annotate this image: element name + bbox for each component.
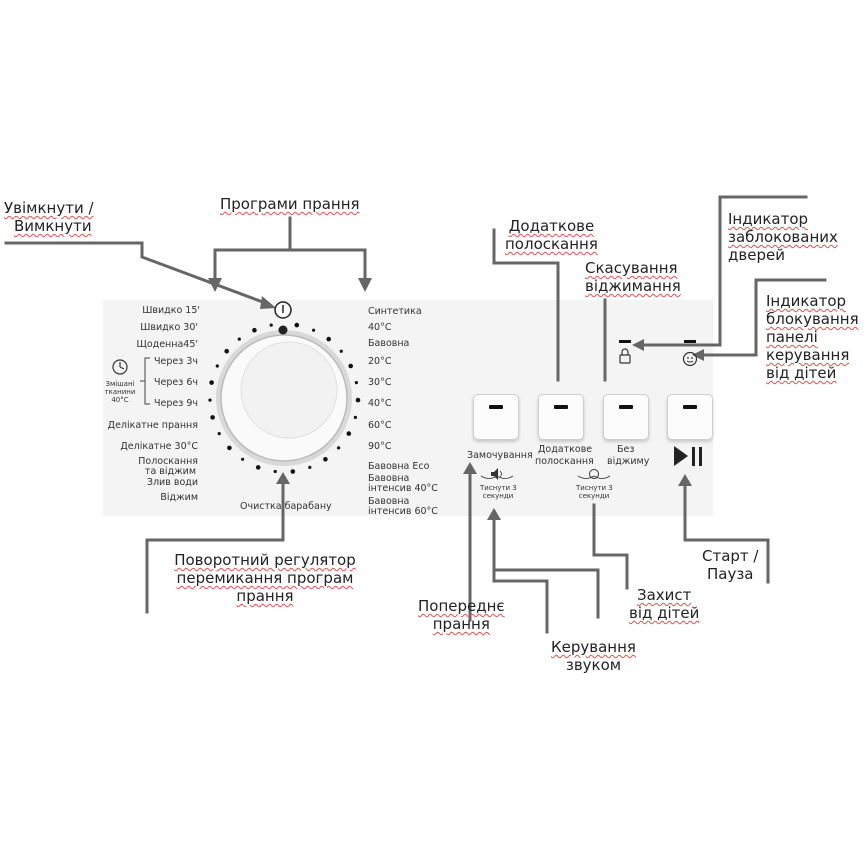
prog-right-1: 40°C (368, 322, 392, 333)
prog-right-8: Бавовна Eco (368, 461, 430, 472)
extra-rinse-label-1: Додаткове (538, 444, 593, 455)
door-lock-led (619, 340, 631, 343)
soak-button[interactable] (473, 394, 519, 440)
prog-right-0: Синтетика (368, 306, 422, 317)
callout-child-lock-indicator: Індикатор блокування панелі керування ві… (766, 292, 859, 382)
prog-right-9: Бавовна (368, 473, 410, 484)
prog-left-2: Щоденна45' (136, 339, 198, 350)
prog-right-3: 20°C (368, 356, 392, 367)
dial-position-dot (241, 457, 245, 461)
drum-clean-label: Очистка барабану (240, 501, 332, 512)
mixed-1: Змішані (105, 380, 135, 388)
dial-position-dot (237, 337, 241, 341)
dial-position-dot (209, 380, 214, 385)
callout-power: Увімкнути / Вимкнути (4, 199, 94, 235)
press3-child-1: Тиснути 3 (576, 484, 613, 492)
prog-right-10: інтенсив 40°C (368, 483, 438, 494)
dial-position-dot (294, 322, 300, 328)
press3-child-2: секунди (578, 492, 610, 500)
child-face-icon (682, 351, 698, 367)
extra-rinse-button[interactable] (538, 394, 584, 440)
dial-position-dot (273, 469, 277, 474)
callout-programs: Програми прання (220, 195, 360, 213)
callout-dial: Поворотний регулятор перемикання програм… (174, 551, 356, 605)
no-spin-label-2: віджиму (607, 456, 650, 467)
power-line (4, 241, 270, 306)
prog-left-5: Через 9ч (154, 398, 198, 409)
lock-icon (619, 348, 631, 364)
prog-right-2: Бавовна (368, 338, 410, 349)
prog-right-11: Бавовна (368, 496, 410, 507)
dial-position-dot (326, 336, 332, 342)
dial-position-dot (346, 431, 352, 436)
dial-position-dot (354, 381, 358, 385)
callout-child-protect: Захист від дітей (629, 586, 700, 622)
prog-left-4: Через 6ч (154, 377, 198, 388)
dial-position-dot (337, 446, 341, 450)
prog-right-12: інтенсив 60°C (368, 506, 438, 517)
dial-position-dot (355, 397, 361, 403)
dial-position-dot (227, 445, 232, 451)
dial-position-dot (339, 349, 343, 353)
dial-position-dot (353, 415, 357, 419)
extra-rinse-label-2: полоскання (535, 456, 594, 467)
mixed-3: 40°C (111, 396, 129, 404)
prog-left-7: Делікатне 30°C (120, 441, 198, 452)
speaker-icon (491, 468, 502, 480)
dial-position-dot (290, 469, 296, 474)
callout-cancel-spin: Скасування віджимання (585, 259, 681, 295)
callout-prewash: Попереднє прання (418, 597, 505, 633)
dial-position-dot (217, 432, 221, 436)
dial-position-dot (208, 398, 212, 402)
dial-position-dot (224, 348, 229, 354)
start-pause-button[interactable] (667, 394, 713, 440)
dial-position-dot (269, 323, 273, 327)
prog-left-11: Віджим (160, 492, 198, 503)
press3-sound-2: секунди (482, 492, 514, 500)
callout-extra-rinse: Додаткове полоскання (505, 217, 598, 253)
prog-right-4: 30°C (368, 377, 392, 388)
delay-clock-icon (112, 359, 128, 375)
dial-position-dot (255, 465, 261, 470)
callout-start-pause: Старт / Пауза (702, 547, 759, 583)
dial-position-dot (215, 364, 219, 368)
prog-left-10: Злив води (146, 477, 198, 488)
prog-left-9: та віджим (144, 466, 196, 477)
press3-sound-1: Тиснути 3 (480, 484, 517, 492)
dial-position-dot (210, 415, 215, 420)
soak-label: Замочування (467, 450, 533, 461)
program-dial[interactable] (216, 330, 352, 466)
dial-position-dot (312, 328, 316, 332)
dial-position-dot (323, 457, 328, 462)
no-spin-button[interactable] (603, 394, 649, 440)
mixed-2: тканини (104, 388, 136, 396)
prog-left-8: Полоскання (138, 456, 198, 467)
start-pause-icon (674, 446, 702, 466)
prog-left-0: Швидко 15' (142, 305, 200, 316)
dial-position-dot (252, 327, 257, 333)
no-spin-label-1: Без (617, 444, 635, 455)
prog-right-6: 60°C (368, 420, 392, 431)
prog-left-6: Делікатне прання (107, 420, 198, 431)
prog-left-1: Швидко 30' (140, 322, 198, 333)
child-lock-led (684, 340, 696, 343)
dial-position-dot (348, 363, 354, 369)
prog-left-3: Через 3ч (154, 356, 198, 367)
dial-position-dot (308, 465, 312, 469)
callout-door-lock: Індикатор заблокованих дверей (728, 210, 838, 264)
child-small-icon (589, 469, 599, 479)
prog-right-7: 90°C (368, 441, 392, 452)
callout-sound: Керування звуком (551, 638, 636, 674)
prog-right-5: 40°C (368, 398, 392, 409)
